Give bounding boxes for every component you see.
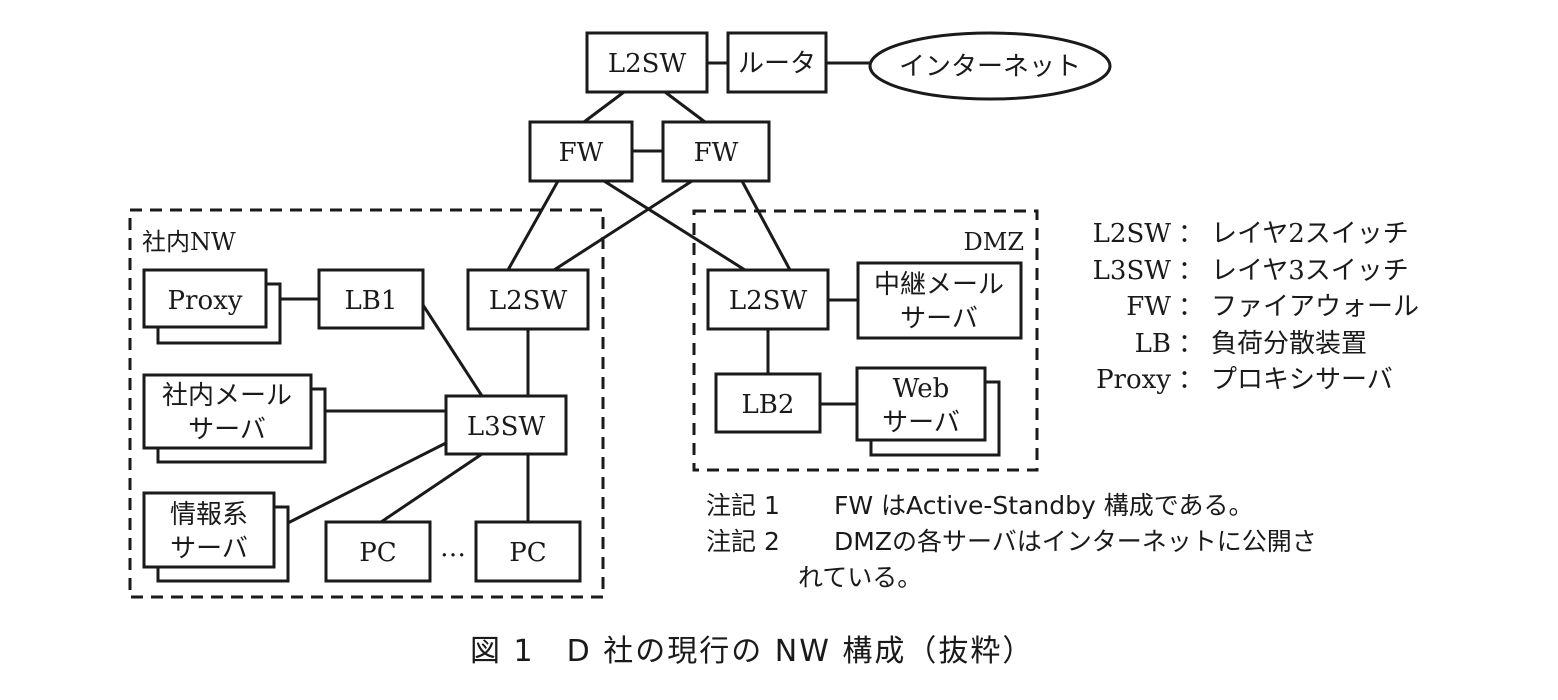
svg-text:Web: Web bbox=[893, 374, 950, 404]
node-l3sw: L3SW bbox=[444, 394, 568, 456]
note-label: 注記 2 bbox=[706, 527, 780, 556]
note-text: DMZの各サーバはインターネットに公開さ bbox=[834, 527, 1317, 556]
node-lb1: LB1 bbox=[317, 268, 425, 330]
svg-text:Proxy: Proxy bbox=[168, 286, 243, 316]
note-1: 注記 1 FW はActive-Standby 構成である。 bbox=[706, 488, 1317, 524]
legend-desc: ファイアウォール bbox=[1211, 292, 1420, 322]
legend-abbr: LB bbox=[1134, 328, 1171, 359]
svg-text:FW: FW bbox=[559, 138, 604, 168]
figure-caption: 図 1 D 社の現行の NW 構成（抜粋） bbox=[470, 634, 1035, 669]
node-router: ルータ bbox=[726, 31, 828, 94]
legend-separator: ： bbox=[1177, 328, 1204, 359]
node-dmz-l2sw: L2SW bbox=[706, 268, 830, 331]
legend-separator: ： bbox=[1177, 255, 1204, 286]
node-info-server: 情報系 サーバ bbox=[142, 491, 290, 583]
legend-desc: 負荷分散装置 bbox=[1211, 328, 1368, 359]
links bbox=[266, 61, 870, 532]
legend-abbr: Proxy bbox=[1096, 365, 1171, 395]
svg-text:サーバ: サーバ bbox=[882, 408, 960, 438]
legend-separator: ： bbox=[1177, 219, 1204, 249]
legend-abbr: FW bbox=[1126, 292, 1171, 322]
node-web-server: Web サーバ bbox=[855, 366, 1001, 457]
svg-text:中継メール: 中継メール bbox=[874, 270, 1004, 300]
node-internal-mail-server: 社内メール サーバ bbox=[142, 373, 327, 464]
legend-item: LB ： 負荷分散装置 bbox=[1056, 326, 1419, 363]
svg-text:情報系: 情報系 bbox=[170, 500, 248, 530]
link-lb1-l3sw bbox=[421, 304, 484, 397]
node-pc-2: PC bbox=[474, 520, 582, 583]
node-pc-1: PC bbox=[324, 520, 432, 583]
link-info-l3sw bbox=[273, 441, 447, 532]
legend-item: FW ： ファイアウォール bbox=[1056, 289, 1419, 326]
svg-text:L3SW: L3SW bbox=[467, 412, 546, 442]
node-lb2: LB2 bbox=[714, 372, 822, 434]
note-text: FW はActive-Standby 構成である。 bbox=[834, 491, 1254, 520]
legend-abbr: L2SW bbox=[1092, 219, 1171, 249]
legend-desc: プロキシサーバ bbox=[1211, 365, 1393, 395]
svg-text:インターネット: インターネット bbox=[899, 52, 1081, 82]
link-fw2-int-l2sw bbox=[553, 179, 693, 272]
node-proxy: Proxy bbox=[142, 268, 282, 345]
svg-text:LB2: LB2 bbox=[742, 390, 795, 420]
svg-text:社内メール: 社内メール bbox=[162, 381, 292, 411]
svg-text:サーバ: サーバ bbox=[188, 415, 266, 445]
zone-internal-nw bbox=[128, 208, 605, 599]
svg-text:L2SW: L2SW bbox=[608, 49, 687, 79]
link-top-l2sw-fw2 bbox=[664, 90, 706, 124]
link-top-l2sw-fw1 bbox=[583, 90, 625, 124]
legend-item: L2SW ： レイヤ2スイッチ bbox=[1056, 216, 1419, 253]
link-fw2-dmz-l2sw bbox=[740, 180, 792, 271]
node-internet: インターネット bbox=[868, 31, 1112, 101]
legend-item: Proxy ： プロキシサーバ bbox=[1056, 362, 1419, 399]
zone-dmz-label: DMZ bbox=[964, 228, 1025, 256]
link-pc1-l3sw bbox=[380, 452, 483, 524]
svg-text:LB1: LB1 bbox=[345, 286, 398, 316]
svg-text:L2SW: L2SW bbox=[489, 286, 568, 316]
legend-separator: ： bbox=[1177, 292, 1204, 322]
notes: 注記 1 FW はActive-Standby 構成である。 注記 2 DMZの… bbox=[706, 488, 1317, 596]
legend-item: L3SW ： レイヤ3スイッチ bbox=[1056, 253, 1419, 290]
svg-text:PC: PC bbox=[359, 538, 396, 568]
note-label: 注記 1 bbox=[706, 491, 780, 520]
svg-text:ルータ: ルータ bbox=[738, 49, 816, 79]
link-fw1-int-l2sw bbox=[506, 180, 560, 271]
legend-abbr: L3SW bbox=[1092, 255, 1171, 286]
node-internal-l2sw: L2SW bbox=[466, 268, 590, 331]
legend-desc: レイヤ3スイッチ bbox=[1211, 255, 1409, 286]
note-2-continuation: れている。 bbox=[798, 563, 923, 592]
svg-text:FW: FW bbox=[694, 138, 739, 168]
svg-text:L2SW: L2SW bbox=[729, 286, 808, 316]
zone-internal-label: 社内NW bbox=[142, 228, 236, 256]
zone-dmz bbox=[692, 209, 1039, 472]
pc-ellipsis: … bbox=[440, 533, 466, 563]
svg-text:サーバ: サーバ bbox=[170, 534, 248, 564]
node-relay-mail-server: 中継メール サーバ bbox=[856, 261, 1023, 340]
note-2: 注記 2 DMZの各サーバはインターネットに公開さ bbox=[706, 524, 1317, 560]
node-fw-1: FW bbox=[528, 120, 634, 183]
legend-desc: レイヤ2スイッチ bbox=[1211, 219, 1409, 249]
legend-separator: ： bbox=[1177, 365, 1204, 395]
node-fw-2: FW bbox=[661, 120, 771, 183]
link-fw1-dmz-l2sw bbox=[603, 179, 746, 272]
svg-text:PC: PC bbox=[509, 538, 546, 568]
legend: L2SW ： レイヤ2スイッチ L3SW ： レイヤ3スイッチ FW ： ファイ… bbox=[1056, 216, 1419, 399]
node-top-l2sw: L2SW bbox=[585, 31, 709, 94]
svg-text:サーバ: サーバ bbox=[900, 304, 978, 334]
